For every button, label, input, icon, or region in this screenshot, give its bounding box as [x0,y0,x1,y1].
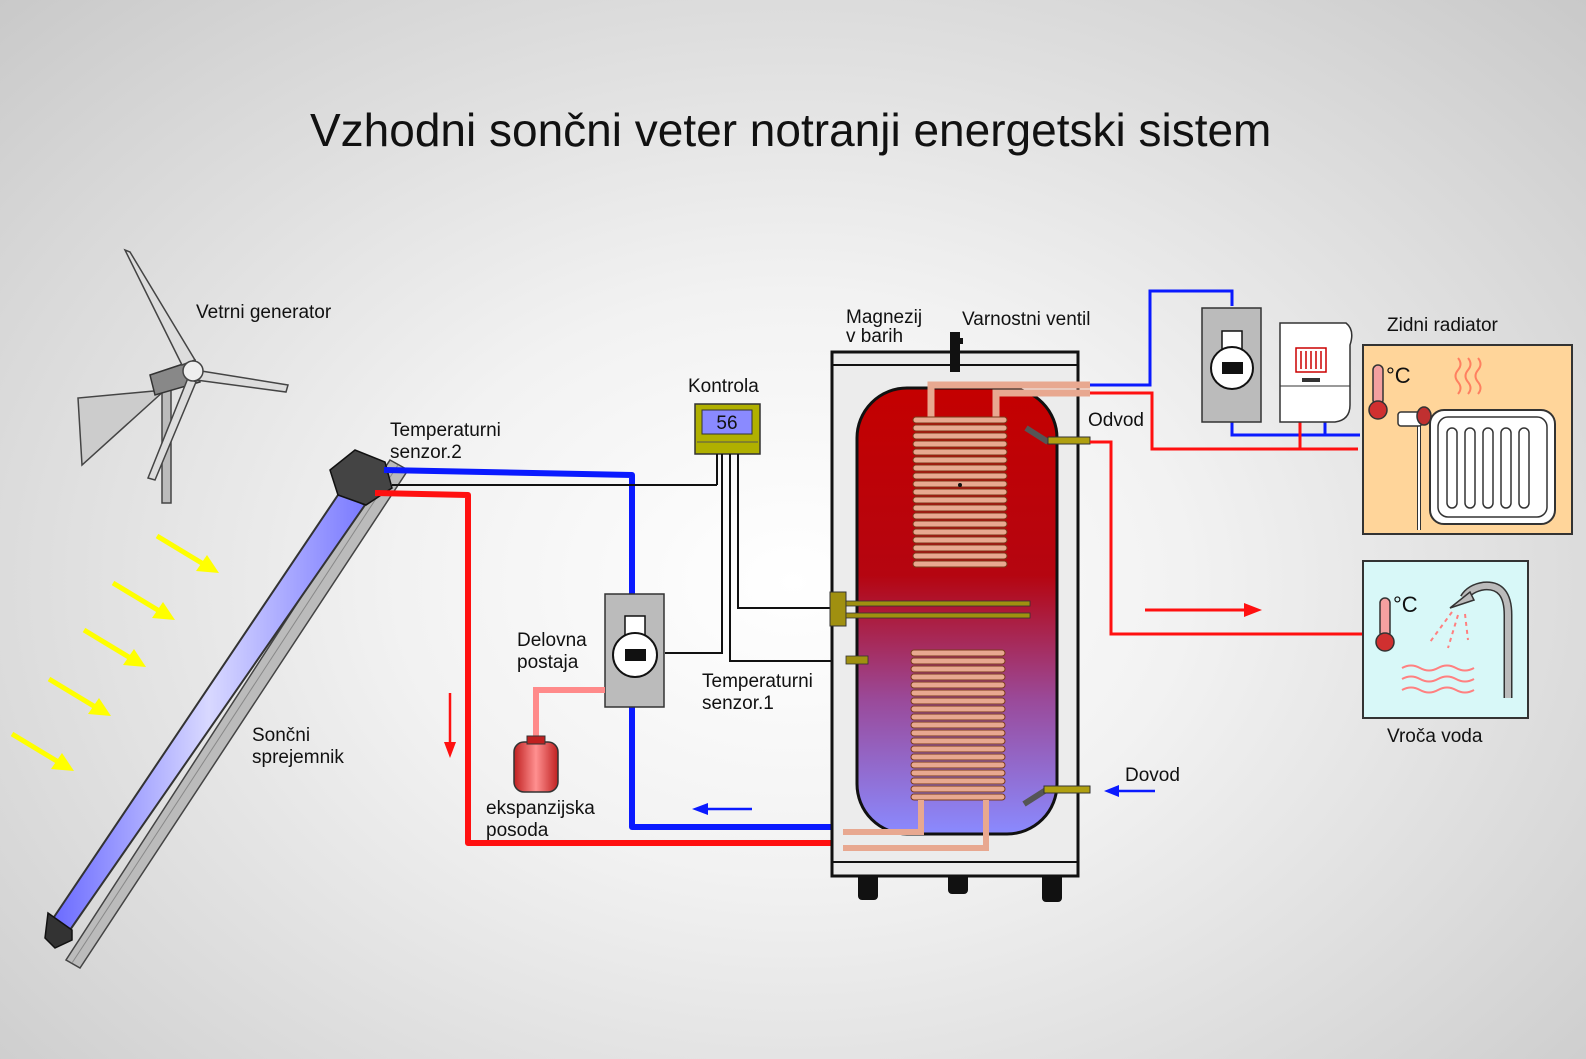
heating-circuit-pipes [1090,289,1360,451]
solar-collector-icon [44,449,410,970]
magnesium-rods-label: Magnezij v barih [846,307,927,347]
wind-generator-label: Vetrni generator [196,302,332,323]
inlet-fitting [1022,785,1091,807]
control-display [701,409,753,435]
hot-pipe [374,490,843,846]
control-wires [665,454,864,662]
control-unit: 56 [694,403,761,455]
wall-radiator-label: Zidni radiator [1387,315,1499,336]
expansion-vessel-icon [513,735,559,793]
safety-valve-label: Varnostni ventil [962,309,1091,330]
expansion-vessel-label: ekspanzijska posoda [486,798,600,841]
hot-water-celsius-label: °C [1393,592,1418,617]
solar-collector-label: Sončni sprejemnik [252,725,344,768]
wall-boiler-icon [1279,322,1353,423]
flow-arrow-left-icon [692,803,752,815]
inlet-label: Dovod [1125,765,1180,786]
magnesium-rods [829,591,1031,665]
shower-icon [1449,581,1513,698]
steam-waves-icon [1401,664,1475,694]
hot-water-pipe [1090,440,1362,636]
radiator-icon [1429,409,1556,525]
safety-valve-icon [950,332,963,372]
hot-water-flow-arrow-icon [1145,603,1262,617]
wind-generator-icon [77,248,289,504]
outlet-label: Odvod [1088,410,1144,431]
thermometer-icon [1375,597,1395,652]
heating-pump-icon [1201,307,1262,423]
sun-arrow-icon [111,580,175,620]
inlet-arrow-icon [1104,785,1155,797]
page-title: Vzhodni sončni veter notranji energetski… [310,104,1271,156]
heating-supply-pipe [1090,391,1358,451]
coil-center-dot [958,483,962,487]
radiator-celsius-label: °C [1386,363,1411,388]
radiator-valve-icon [1397,406,1432,530]
lower-heat-exchanger-coil [843,649,1006,851]
flow-arrow-down-icon [444,693,456,758]
sun-arrow-icon [10,731,74,771]
sunlight-arrows [10,533,219,771]
temp-sensor-1-label: Temperaturni senzor.1 [702,671,818,714]
thermometer-icon [1368,364,1388,420]
hot-water-label: Vroča voda [1387,726,1483,747]
control-label: Kontrola [688,376,759,397]
working-station-label: Delovna postaja [517,630,592,673]
heat-waves-icon [1454,357,1482,395]
expansion-pipe [533,687,605,740]
working-station-pump-icon [604,593,665,708]
temp-sensor-2-label: Temperaturni senzor.2 [390,420,506,463]
upper-heat-exchanger-coil [912,381,1090,568]
water-spray-icon [1429,611,1469,649]
sun-arrow-icon [155,533,219,573]
sun-arrow-icon [82,627,146,667]
control-display-value: 56 [716,413,737,434]
heating-return-pipe [1090,289,1234,387]
sun-arrow-icon [47,676,111,716]
